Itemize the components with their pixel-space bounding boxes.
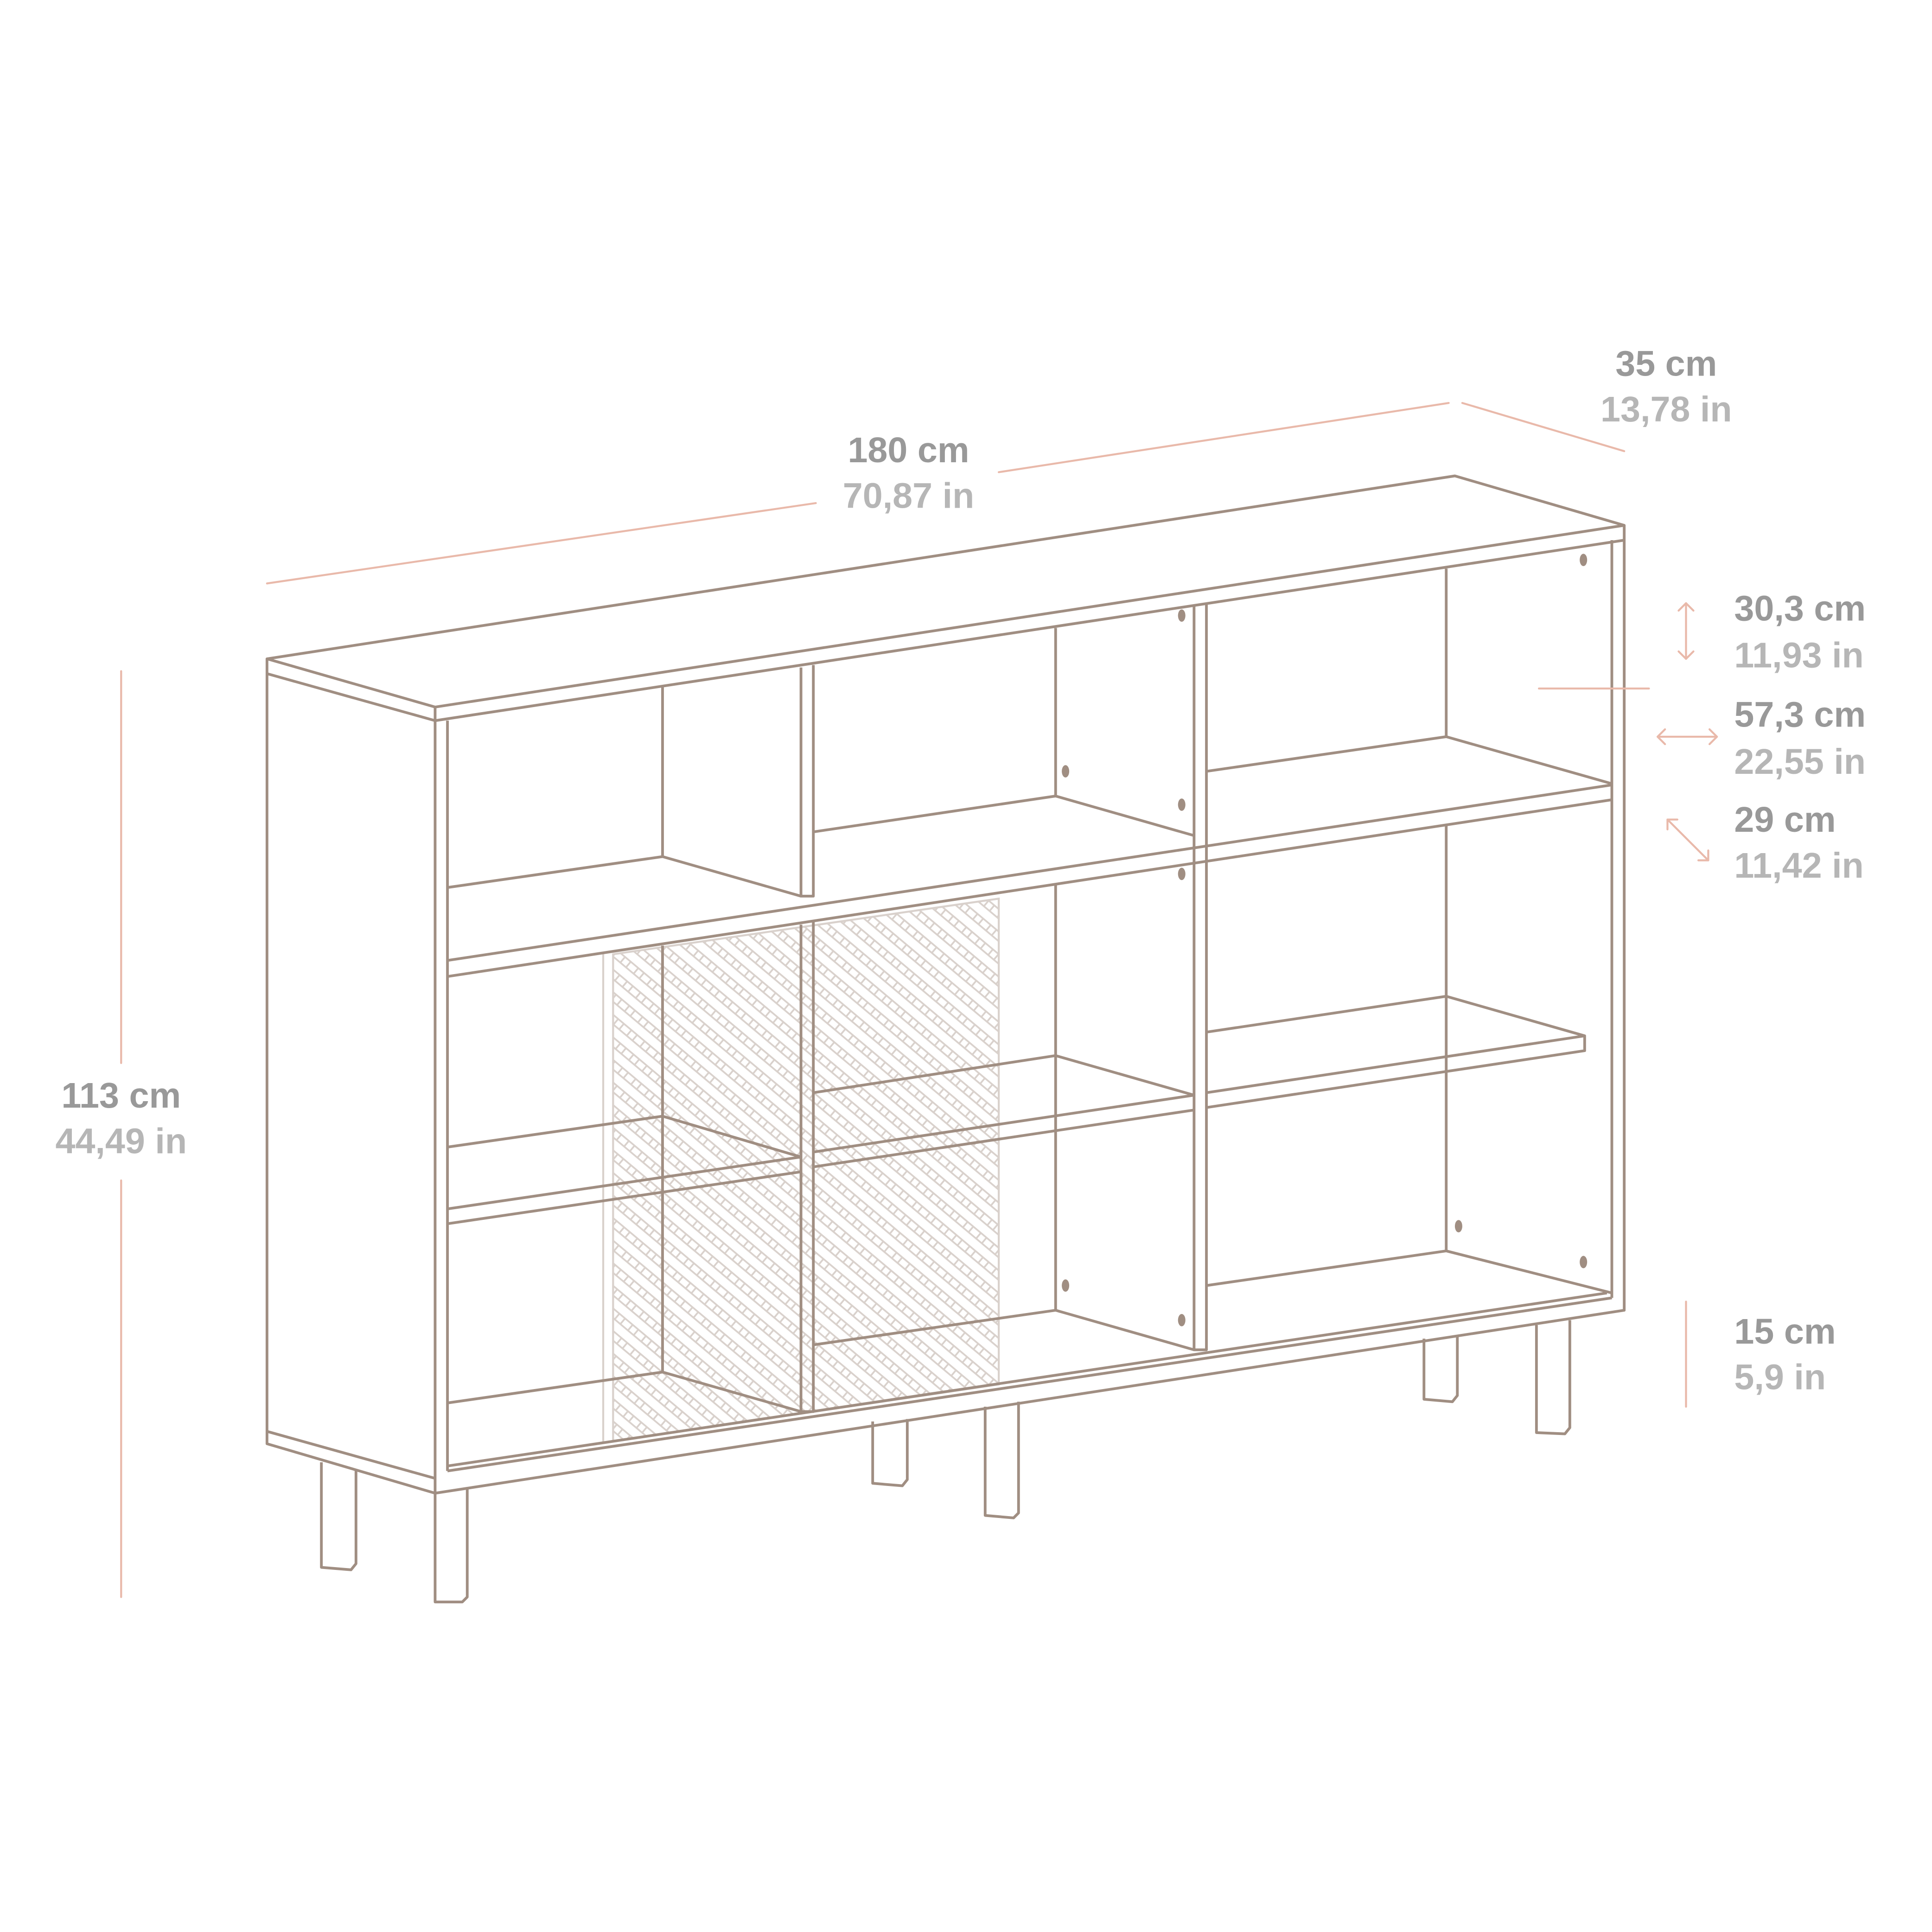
dimension-lines [120, 402, 1718, 1598]
height-label: 113 cm 44,49 in [55, 1076, 187, 1161]
height-in: 44,49 in [55, 1121, 187, 1161]
leg-height-label: 15 cm 5,9 in [1734, 1312, 1836, 1397]
cubby-depth-in: 11,42 in [1734, 846, 1863, 886]
depth-in: 13,78 in [1600, 389, 1732, 429]
leg-height-in: 5,9 in [1734, 1358, 1826, 1397]
width-label: 180 cm 70,87 in [843, 430, 975, 516]
leg-height-cm: 15 cm [1734, 1312, 1836, 1352]
diagonal-double-arrow-icon [1666, 818, 1709, 861]
shelf-pin-holes [1062, 554, 1588, 1326]
cubby-height-label: 30,3 cm 11,93 in [1734, 588, 1866, 675]
cubby-depth-cm: 29 cm [1734, 800, 1836, 840]
width-dimension-line [998, 402, 1450, 473]
cubby-height-cm: 30,3 cm [1734, 588, 1866, 628]
cubby-width-cm: 57,3 cm [1734, 695, 1866, 735]
legs [320, 1320, 1571, 1604]
width-dimension-line [266, 502, 817, 585]
height-cm: 113 cm [61, 1076, 181, 1116]
width-in: 70,87 in [843, 476, 975, 516]
cubby-height-in: 11,93 in [1734, 636, 1863, 676]
horizontal-double-arrow-icon [1657, 728, 1718, 746]
cubby-width-in: 22,55 in [1734, 742, 1866, 782]
depth-label: 35 cm 13,78 in [1600, 344, 1732, 429]
depth-cm: 35 cm [1615, 344, 1717, 383]
cubby-depth-label: 29 cm 11,42 in [1734, 800, 1863, 886]
cubby-width-label: 57,3 cm 22,55 in [1734, 695, 1866, 782]
width-cm: 180 cm [848, 430, 969, 470]
depth-dimension-line [1461, 402, 1626, 453]
sideboard-outline [265, 474, 1626, 1495]
vertical-double-arrow-icon [1677, 602, 1695, 660]
